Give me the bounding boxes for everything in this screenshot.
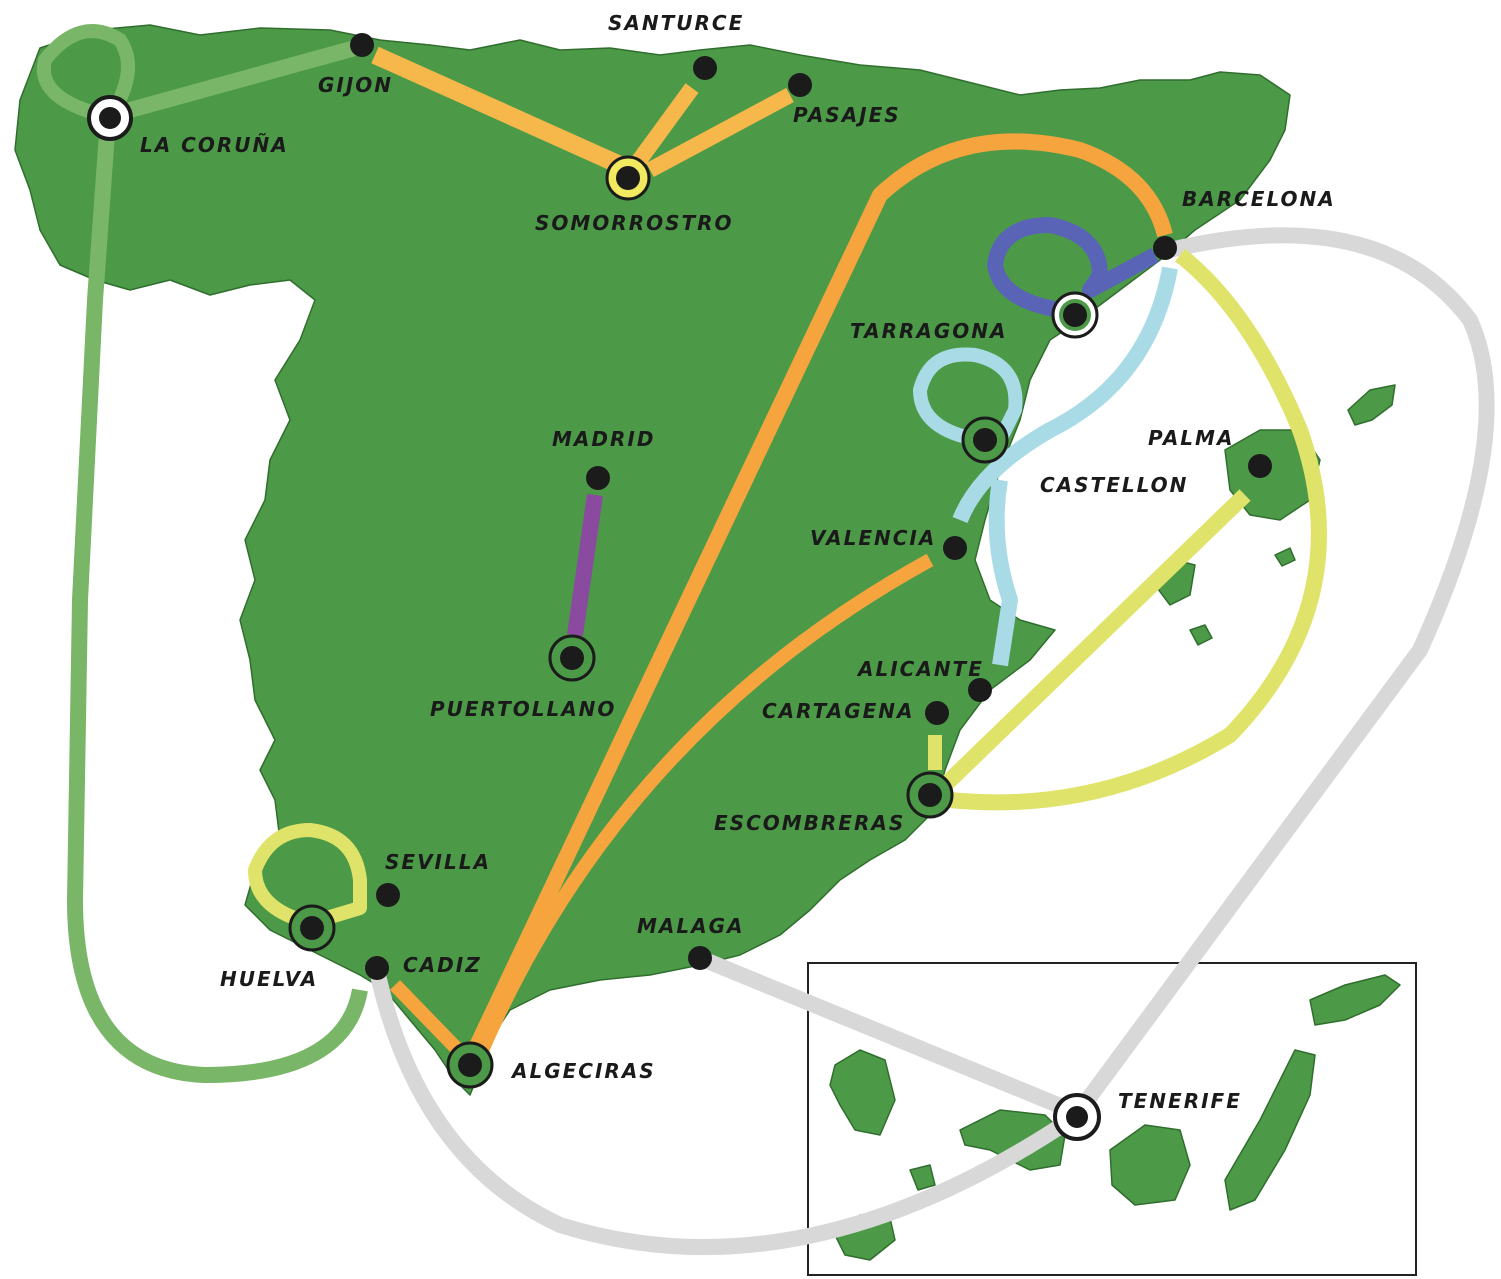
label-somorrostro: SOMORROSTRO	[535, 211, 734, 235]
label-valencia: VALENCIA	[810, 526, 936, 550]
route-pasajes-somorrostro	[646, 87, 794, 178]
canary-islands-inset	[807, 962, 1417, 1276]
route-barcelona-tenerife	[1073, 227, 1495, 1115]
node-puertollano	[548, 634, 596, 682]
label-algeciras: ALGECIRAS	[510, 1059, 656, 1083]
node-castellon	[961, 416, 1009, 464]
node-sevilla	[376, 883, 400, 907]
label-madrid: MADRID	[552, 427, 655, 451]
menorca-island	[1347, 384, 1396, 426]
label-barcelona: BARCELONA	[1182, 187, 1336, 211]
node-santurce	[693, 56, 717, 80]
route-malaga-tenerife	[696, 950, 1079, 1120]
route-algeciras-barcelona	[467, 133, 1173, 1054]
route-escombreras-barcelona	[949, 248, 1327, 811]
route-lacoruna-gijon	[109, 40, 358, 123]
label-castellon: CASTELLON	[1040, 473, 1188, 497]
node-malaga	[688, 946, 712, 970]
route-escombreras-palma	[939, 489, 1251, 791]
node-cartagena	[925, 701, 949, 725]
label-sevilla: SEVILLA	[385, 850, 491, 874]
label-tenerife: TENERIFE	[1118, 1089, 1242, 1113]
gomera-island	[909, 1164, 936, 1191]
route-castellon-alicante	[988, 478, 1018, 667]
label-puertollano: PUERTOLLANO	[430, 697, 616, 721]
node-tarragona	[1051, 291, 1099, 339]
cabrera-island	[1274, 547, 1296, 567]
label-la-coruna: LA CORUÑA	[140, 133, 289, 157]
node-palma	[1248, 454, 1272, 478]
route-cadiz-algeciras	[389, 980, 464, 1055]
route-tarragona-loop	[987, 217, 1159, 318]
node-gijon	[350, 33, 374, 57]
la-palma-island	[829, 1049, 896, 1136]
label-cadiz: CADIZ	[403, 953, 482, 977]
label-escombreras: ESCOMBRERAS	[714, 811, 905, 835]
route-puertollano-madrid	[567, 493, 603, 637]
label-pasajes: PASAJES	[793, 103, 901, 127]
route-cadiz-tenerife	[370, 973, 1075, 1256]
route-gijon-somorrostro	[371, 46, 624, 174]
node-cadiz	[365, 956, 389, 980]
gran-canaria-island	[1109, 1124, 1191, 1206]
tenerife-island	[959, 1109, 1066, 1171]
node-madrid	[586, 466, 610, 490]
label-alicante: ALICANTE	[856, 657, 984, 681]
node-valencia	[943, 536, 967, 560]
fuerteventura-island	[1224, 1049, 1316, 1211]
node-escombreras	[906, 771, 954, 819]
route-santurce-somorrostro	[631, 83, 699, 167]
node-la-coruna	[87, 95, 133, 141]
node-huelva	[288, 904, 336, 952]
label-santurce: SANTURCE	[608, 11, 744, 35]
route-huelva-loop	[248, 823, 367, 927]
node-tenerife	[1053, 1093, 1101, 1141]
node-barcelona	[1153, 236, 1177, 260]
node-somorrostro	[605, 155, 651, 201]
route-barcelona-castellon	[952, 266, 1178, 524]
route-algeciras-valencia	[473, 553, 934, 1058]
label-cartagena: CARTAGENA	[762, 699, 915, 723]
label-palma: PALMA	[1148, 426, 1234, 450]
label-malaga: MALAGA	[637, 914, 745, 938]
node-alicante	[968, 678, 992, 702]
label-gijon: GIJON	[318, 73, 393, 97]
label-huelva: HUELVA	[220, 967, 318, 991]
node-algeciras	[446, 1041, 494, 1089]
route-lacoruna-loop	[36, 24, 135, 124]
route-castellon-loop	[913, 347, 1023, 447]
node-pasajes	[788, 73, 812, 97]
route-lacoruna-huelva	[67, 119, 368, 1083]
lanzarote-island	[1309, 974, 1401, 1026]
label-tarragona: TARRAGONA	[850, 319, 1007, 343]
spain-landmass	[14, 24, 1291, 1096]
formentera-island	[1189, 624, 1213, 646]
